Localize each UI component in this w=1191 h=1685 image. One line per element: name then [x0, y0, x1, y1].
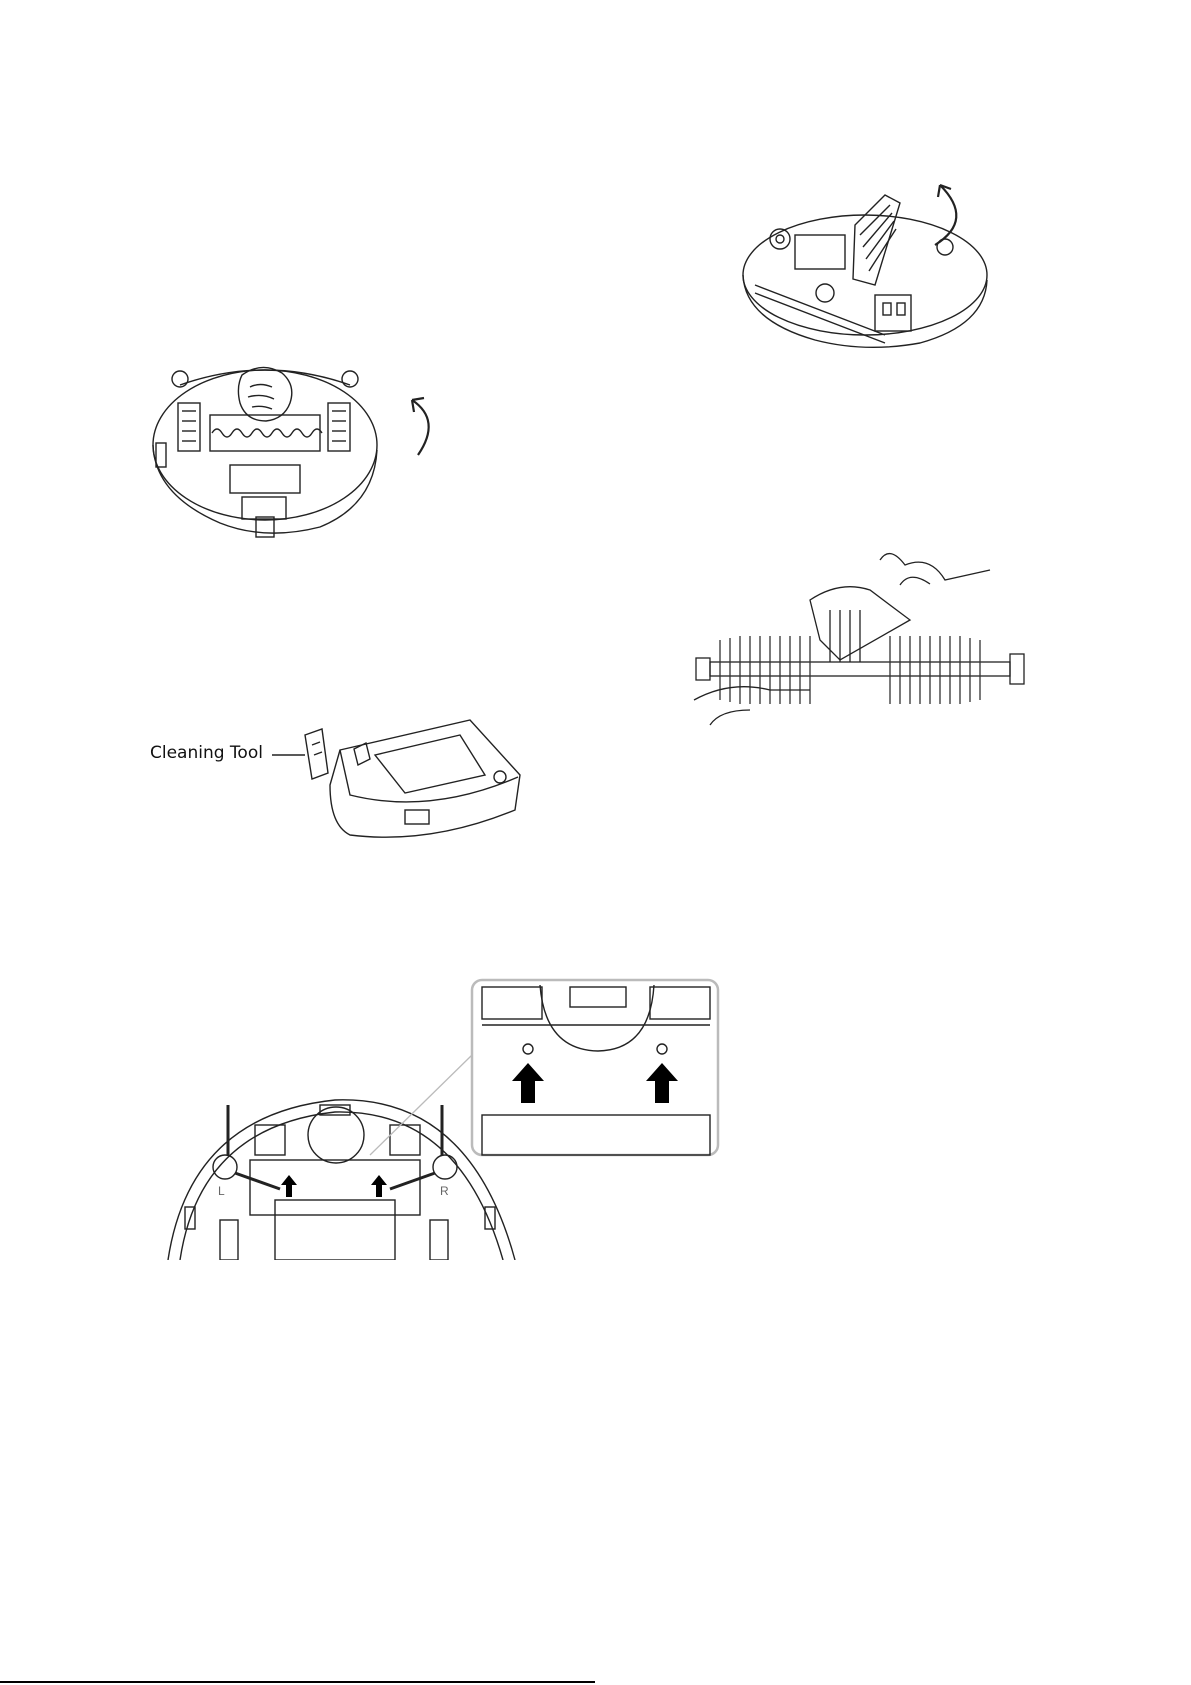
roller-brush-illustration — [690, 550, 1035, 745]
side-brush-illustration: L R — [160, 975, 780, 1260]
wheel-left-label: L — [218, 1184, 225, 1198]
robot-bottom-illustration — [150, 345, 470, 555]
wheel-right-label: R — [440, 1184, 449, 1198]
robot-open-cover-illustration — [735, 175, 1035, 375]
cleaning-tool-label: Cleaning Tool — [150, 743, 263, 763]
roller-brush-figure — [690, 550, 1035, 745]
page-footer-rule — [0, 1681, 595, 1683]
curved-arrow-icon — [412, 398, 429, 455]
brush-removal-figure — [150, 345, 470, 555]
curved-arrow-icon-2 — [935, 185, 956, 245]
dustbin-illustration — [270, 715, 570, 850]
up-arrow-icon — [512, 1063, 678, 1103]
dustbin-figure — [270, 715, 570, 850]
up-arrow-icon-small — [281, 1175, 387, 1197]
side-brush-screws-figure: L R — [160, 975, 780, 1260]
brush-cover-open-figure — [735, 175, 1035, 375]
